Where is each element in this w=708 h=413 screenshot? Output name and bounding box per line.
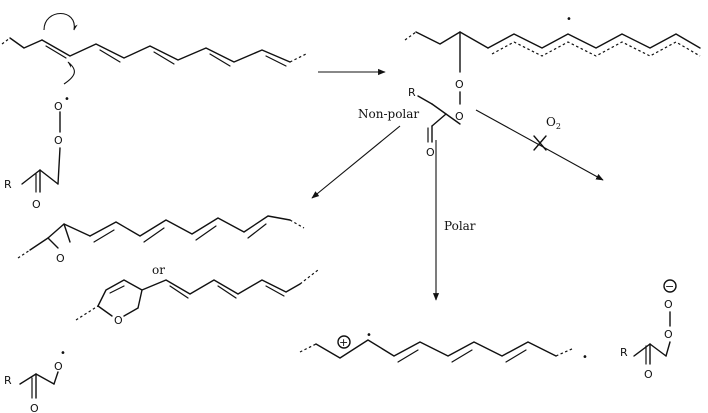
r-label: R — [4, 178, 12, 191]
polyene-reactant — [1, 37, 307, 67]
o-label: O — [56, 252, 65, 265]
peroxy-radical: R O O O • — [4, 94, 70, 211]
radical-dot: • — [566, 14, 572, 25]
cation-radical-chain: + • • — [299, 330, 588, 363]
o-label: O — [426, 146, 435, 159]
o-label: O — [54, 134, 63, 147]
o-label: O — [32, 198, 41, 211]
oxygen-arrow — [475, 109, 604, 181]
o-label: O — [644, 368, 653, 381]
o-label: O — [455, 110, 464, 123]
plus-charge: + — [339, 336, 348, 349]
o-label: O — [30, 402, 39, 413]
adduct-radical: • O O R O — [404, 14, 701, 159]
o-label: O — [114, 314, 123, 327]
nonpolar-label: Non-polar — [358, 107, 419, 121]
curved-electron-arrow-icon — [43, 13, 78, 31]
radical-dot: • — [366, 330, 372, 341]
o-label: O — [664, 298, 673, 311]
radical-dot: • — [582, 352, 588, 363]
o-label: O — [455, 78, 464, 91]
carboxylate-anion: R O O O − — [620, 279, 677, 381]
or-label: or — [152, 263, 165, 277]
o-label: O — [54, 100, 63, 113]
curved-electron-arrow-icon — [63, 61, 75, 85]
acyloxy-radical: R O • O — [4, 348, 66, 413]
minus-charge: − — [665, 280, 674, 293]
furan-product: O — [75, 269, 319, 327]
oxygen-label: O2 — [546, 115, 561, 131]
o-label: O — [664, 328, 673, 341]
radical-dot: • — [64, 94, 70, 105]
r-label: R — [620, 346, 628, 359]
r-label: R — [4, 374, 12, 387]
cross-icon — [533, 135, 547, 151]
nonpolar-arrow — [311, 125, 401, 199]
o-label: O — [54, 360, 63, 373]
epoxide-product: O — [17, 215, 305, 265]
r-label: R — [408, 86, 416, 99]
polar-label: Polar — [444, 219, 476, 233]
radical-dot: • — [60, 348, 66, 359]
